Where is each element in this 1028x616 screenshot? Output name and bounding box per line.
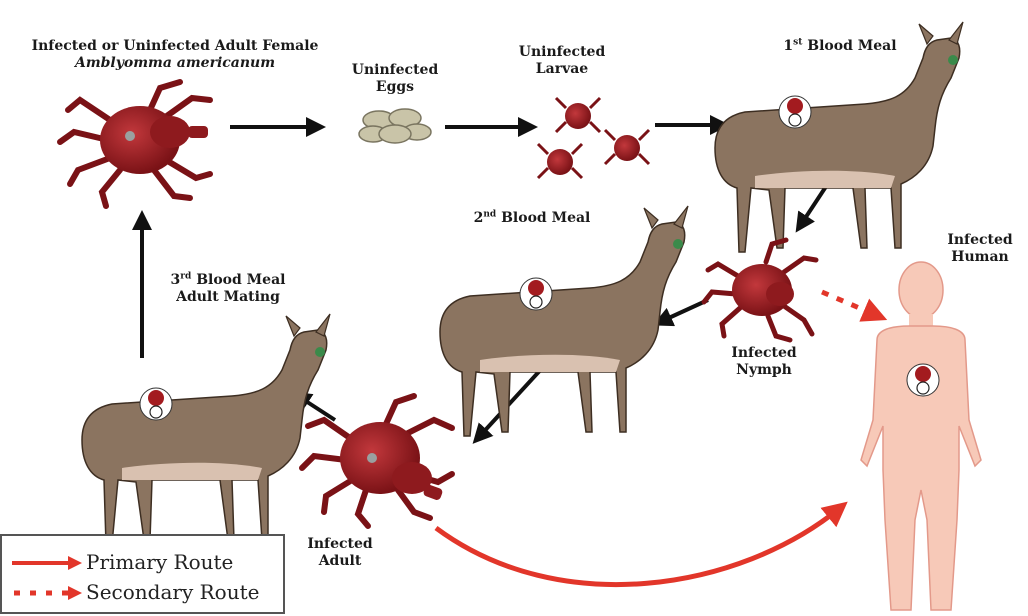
label-human-line2: Human xyxy=(951,249,1009,265)
route-legend: Primary Route Secondary Route xyxy=(0,534,285,614)
label-species-name: Amblyomma americanum xyxy=(74,55,276,71)
egg-cluster xyxy=(358,108,432,144)
label-eggs-line1: Uninfected xyxy=(351,62,439,78)
label-larvae-line2: Larvae xyxy=(535,61,589,77)
label-meal1-number: 1 xyxy=(783,38,794,54)
label-nymph-line1: Infected xyxy=(731,345,797,361)
infected-human-figure xyxy=(860,261,982,611)
adult-female-tick xyxy=(57,79,213,209)
label-adult-female: Infected or Uninfected Adult Female Ambl… xyxy=(10,38,340,72)
label-third-blood-meal: 3rd Blood Meal Adult Mating xyxy=(158,272,298,306)
secondary-route-swatch xyxy=(14,586,82,600)
primary-route-arrow xyxy=(434,501,848,587)
label-meal3-suffix: rd xyxy=(180,271,192,282)
legend-primary-label: Primary Route xyxy=(86,550,234,574)
label-uninfected-larvae: Uninfected Larvae xyxy=(512,44,612,78)
secondary-route-arrow xyxy=(821,289,888,322)
primary-route-swatch xyxy=(12,556,82,570)
label-adult-female-line1: Infected or Uninfected Adult Female xyxy=(31,38,319,54)
label-infected-nymph: Infected Nymph xyxy=(714,345,814,379)
label-meal2-suffix: nd xyxy=(483,209,497,220)
label-human-line1: Infected xyxy=(947,232,1013,248)
label-larvae-line1: Uninfected xyxy=(518,44,606,60)
label-meal2-number: 2 xyxy=(473,210,484,226)
larvae-ticks xyxy=(536,96,651,180)
infected-adult-tick xyxy=(299,393,455,529)
label-first-blood-meal: 1st Blood Meal xyxy=(770,38,910,55)
arrow-nymph-to-deer2 xyxy=(652,298,709,327)
label-meal3-number: 3 xyxy=(170,272,181,288)
deer-second-blood-meal xyxy=(439,205,689,437)
label-meal3-text: Blood Meal xyxy=(196,272,286,288)
label-second-blood-meal: 2nd Blood Meal xyxy=(462,210,602,227)
label-meal1-text: Blood Meal xyxy=(807,38,897,54)
infected-nymph-tick xyxy=(701,237,819,343)
label-meal2-text: Blood Meal xyxy=(501,210,591,226)
deer-third-blood-meal xyxy=(81,313,331,545)
label-adult-line1: Infected xyxy=(307,536,373,552)
label-adult-line2: Adult xyxy=(318,553,362,569)
deer-first-blood-meal xyxy=(714,21,964,253)
label-uninfected-eggs: Uninfected Eggs xyxy=(345,62,445,96)
label-adult-mating: Adult Mating xyxy=(176,289,280,305)
legend-secondary-label: Secondary Route xyxy=(86,580,260,604)
label-nymph-line2: Nymph xyxy=(736,362,792,378)
label-meal1-suffix: st xyxy=(793,37,803,48)
label-infected-human: Infected Human xyxy=(935,232,1025,266)
label-eggs-line2: Eggs xyxy=(375,79,415,95)
label-infected-adult: Infected Adult xyxy=(290,536,390,570)
